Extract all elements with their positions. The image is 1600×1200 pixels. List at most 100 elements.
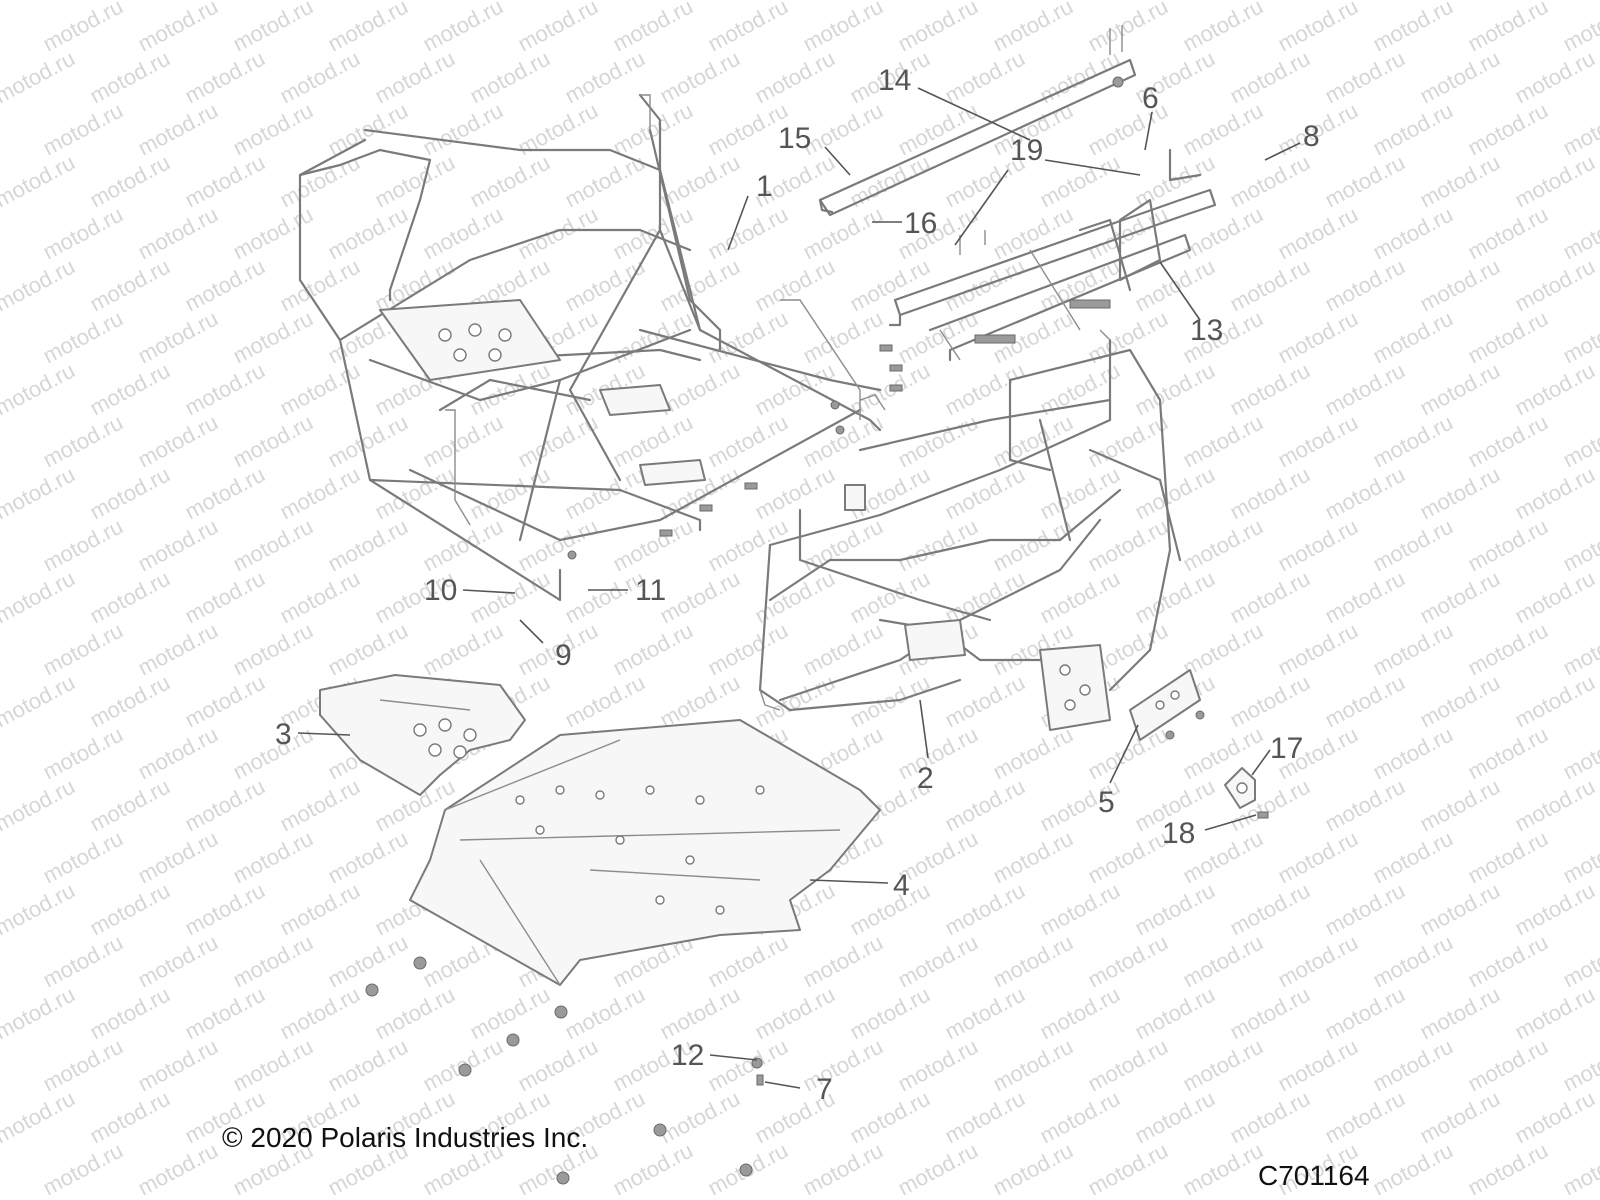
watermark-text: motod.ru	[1369, 98, 1457, 161]
watermark-text: motod.ru	[799, 930, 887, 993]
watermark-text: motod.ru	[39, 826, 127, 889]
watermark-text: motod.ru	[941, 46, 1029, 109]
watermark-text: motod.ru	[134, 1138, 222, 1200]
watermark-text: motod.ru	[989, 722, 1077, 785]
watermark-text: motod.ru	[1416, 774, 1504, 837]
watermark-text: motod.ru	[134, 1034, 222, 1097]
watermark-text: motod.ru	[894, 0, 982, 56]
watermark-text: motod.ru	[86, 462, 174, 525]
watermark-text: motod.ru	[514, 514, 602, 577]
watermark-text: motod.ru	[229, 202, 317, 265]
watermark-text: motod.ru	[514, 202, 602, 265]
watermark-text: motod.ru	[181, 982, 269, 1045]
watermark-text: motod.ru	[799, 1138, 887, 1200]
watermark-text: motod.ru	[229, 410, 317, 473]
watermark-text: motod.ru	[181, 462, 269, 525]
front-frame-assembly	[758, 329, 1182, 731]
watermark-text: motod.ru	[1131, 358, 1219, 421]
watermark-text: motod.ru	[799, 98, 887, 161]
callout-15: 15	[778, 122, 811, 155]
watermark-text: motod.ru	[609, 1138, 697, 1200]
watermark-text: motod.ru	[1416, 878, 1504, 941]
watermark-text: motod.ru	[561, 150, 649, 213]
watermark-text: motod.ru	[751, 462, 839, 525]
watermark-text: motod.ru	[1274, 826, 1362, 889]
watermark-text: motod.ru	[1559, 514, 1600, 577]
callout-6: 6	[1142, 82, 1159, 115]
watermark-text: motod.ru	[941, 670, 1029, 733]
watermark-text: motod.ru	[799, 514, 887, 577]
callout-16: 16	[904, 207, 937, 240]
watermark-text: motod.ru	[181, 878, 269, 941]
watermark-text: motod.ru	[1131, 462, 1219, 525]
watermark-text: motod.ru	[514, 410, 602, 473]
watermark-text: motod.ru	[561, 462, 649, 525]
watermark-text: motod.ru	[134, 930, 222, 993]
watermark-text: motod.ru	[134, 722, 222, 785]
watermark-text: motod.ru	[1321, 462, 1409, 525]
watermark-text: motod.ru	[276, 566, 364, 629]
watermark-text: motod.ru	[39, 202, 127, 265]
watermark-text: motod.ru	[1464, 722, 1552, 785]
watermark-text: motod.ru	[86, 982, 174, 1045]
watermark-text: motod.ru	[134, 202, 222, 265]
watermark-text: motod.ru	[941, 462, 1029, 525]
watermark-text: motod.ru	[324, 0, 412, 56]
callout-11: 11	[635, 574, 666, 607]
watermark-text: motod.ru	[1369, 618, 1457, 681]
watermark-text: motod.ru	[989, 1138, 1077, 1200]
watermark-text: motod.ru	[1369, 202, 1457, 265]
watermark-text: motod.ru	[609, 202, 697, 265]
watermark-text: motod.ru	[134, 410, 222, 473]
callout-labels: 1 2 3 4 5 6 7 8 9 10 11 12 13 14 15 16 1…	[275, 64, 1320, 1106]
watermark-text: motod.ru	[1036, 46, 1124, 109]
watermark-text: motod.ru	[1416, 150, 1504, 213]
watermark-text: motod.ru	[989, 826, 1077, 889]
watermark-text: motod.ru	[1511, 1086, 1599, 1149]
watermark-text: motod.ru	[1464, 1034, 1552, 1097]
watermark-text: motod.ru	[1274, 930, 1362, 993]
watermark-text: motod.ru	[371, 46, 459, 109]
watermark-text: motod.ru	[276, 878, 364, 941]
watermark-text: motod.ru	[181, 254, 269, 317]
watermark-text: motod.ru	[86, 566, 174, 629]
watermark-text: motod.ru	[1274, 306, 1362, 369]
leader-lines	[297, 87, 1301, 1089]
watermark-text: motod.ru	[1511, 566, 1599, 629]
grommet	[1224, 767, 1256, 809]
watermark-text: motod.ru	[324, 826, 412, 889]
watermark-text: motod.ru	[609, 0, 697, 56]
figure-id: C701164	[1258, 1160, 1370, 1191]
watermark-text: motod.ru	[371, 150, 459, 213]
watermark-text: motod.ru	[1226, 46, 1314, 109]
watermark-text: motod.ru	[751, 46, 839, 109]
watermark-text: motod.ru	[276, 254, 364, 317]
watermark-text: motod.ru	[1321, 982, 1409, 1045]
floor-skid-plate	[409, 719, 881, 986]
watermark-text: motod.ru	[1369, 514, 1457, 577]
watermark-text: motod.ru	[1036, 982, 1124, 1045]
watermark-text: motod.ru	[704, 1034, 792, 1097]
watermark-text: motod.ru	[656, 1086, 744, 1149]
watermark-text: motod.ru	[704, 202, 792, 265]
watermark-text: motod.ru	[371, 462, 459, 525]
watermark-text: motod.ru	[1321, 150, 1409, 213]
watermark-text: motod.ru	[1131, 878, 1219, 941]
watermark-text: motod.ru	[1416, 1086, 1504, 1149]
watermark-text: motod.ru	[0, 878, 79, 941]
watermark-text: motod.ru	[1511, 462, 1599, 525]
watermark-text: motod.ru	[324, 618, 412, 681]
watermark-text: motod.ru	[1511, 670, 1599, 733]
watermark-text: motod.ru	[1036, 1086, 1124, 1149]
watermark-text: motod.ru	[0, 774, 79, 837]
watermark-text: motod.ru	[799, 1034, 887, 1097]
watermark-text: motod.ru	[419, 202, 507, 265]
callout-13: 13	[1190, 314, 1223, 347]
watermark-text: motod.ru	[941, 358, 1029, 421]
watermark-text: motod.ru	[799, 0, 887, 56]
watermark-text: motod.ru	[86, 358, 174, 421]
watermark-text: motod.ru	[371, 982, 459, 1045]
watermark-text: motod.ru	[1274, 0, 1362, 56]
watermark-text: motod.ru	[1416, 566, 1504, 629]
